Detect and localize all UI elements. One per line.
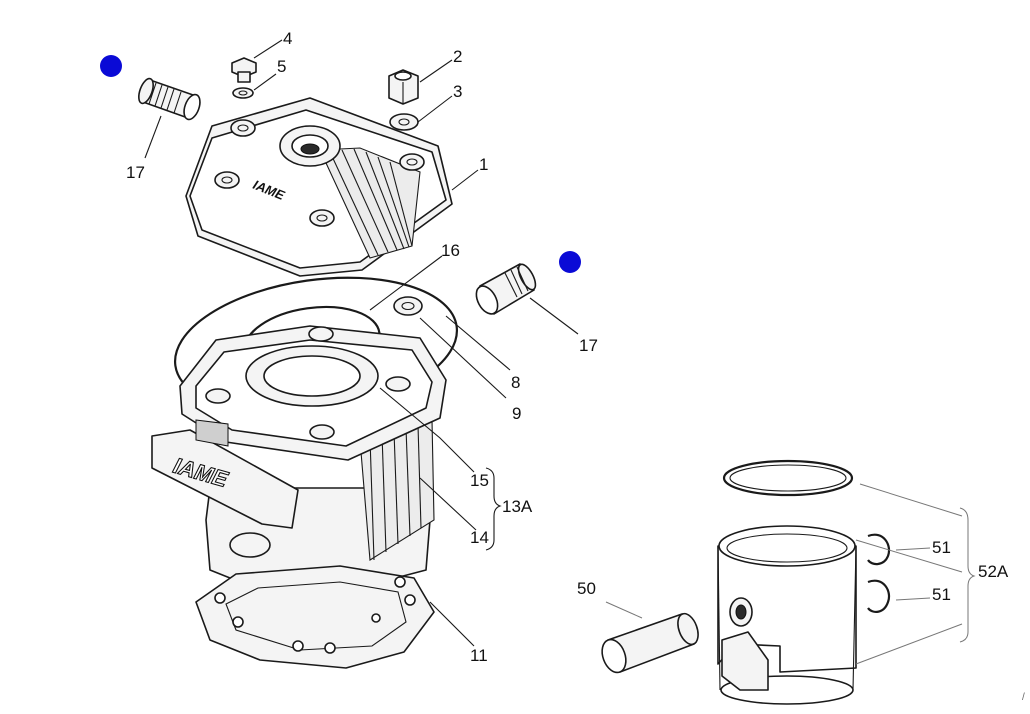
- callout-51-upper: 51: [932, 538, 951, 557]
- corner-mark: /: [1022, 692, 1025, 703]
- part-4-bolt: [231, 57, 257, 83]
- part-51-circlip-upper: [867, 533, 891, 566]
- reference-marker-top-left: [100, 55, 122, 77]
- callout-16: 16: [441, 241, 460, 260]
- callout-52a: 52A: [978, 562, 1009, 581]
- callout-2: 2: [453, 47, 462, 66]
- leader-lines: [144, 39, 976, 665]
- part-3-washer: [389, 113, 419, 131]
- part-51-circlip-lower: [867, 579, 891, 614]
- callout-50: 50: [577, 579, 596, 598]
- callouts: 17 4 5 2 3 1 16 17 8 9 15 13A 14 11 50 5…: [126, 29, 1025, 703]
- callout-11: 11: [470, 646, 488, 665]
- callout-17-right: 17: [579, 336, 598, 355]
- part-13a-cylinder: IAME: [151, 296, 447, 599]
- part-50-piston-pin: [601, 612, 699, 674]
- part-11-base-gasket: [195, 565, 435, 669]
- callout-17-top: 17: [126, 163, 145, 182]
- part-52a-piston-ring: [722, 459, 854, 497]
- callout-5: 5: [277, 57, 286, 76]
- callout-9: 9: [512, 404, 521, 423]
- callout-3: 3: [453, 82, 462, 101]
- part-5-washer: [232, 87, 254, 99]
- part-2-nut: [388, 69, 419, 105]
- callout-13a: 13A: [502, 497, 533, 516]
- piston: [717, 525, 857, 705]
- callout-4: 4: [283, 29, 292, 48]
- part-1-cylinder-head: IAME: [185, 97, 453, 277]
- reference-marker-right: [559, 251, 581, 273]
- callout-8: 8: [511, 373, 520, 392]
- part-17-fitting-top: [138, 77, 201, 121]
- callout-14: 14: [470, 528, 489, 547]
- callout-15: 15: [470, 471, 489, 490]
- callout-51-lower: 51: [932, 585, 951, 604]
- part-17-fitting-right: [475, 263, 537, 315]
- callout-1: 1: [479, 155, 488, 174]
